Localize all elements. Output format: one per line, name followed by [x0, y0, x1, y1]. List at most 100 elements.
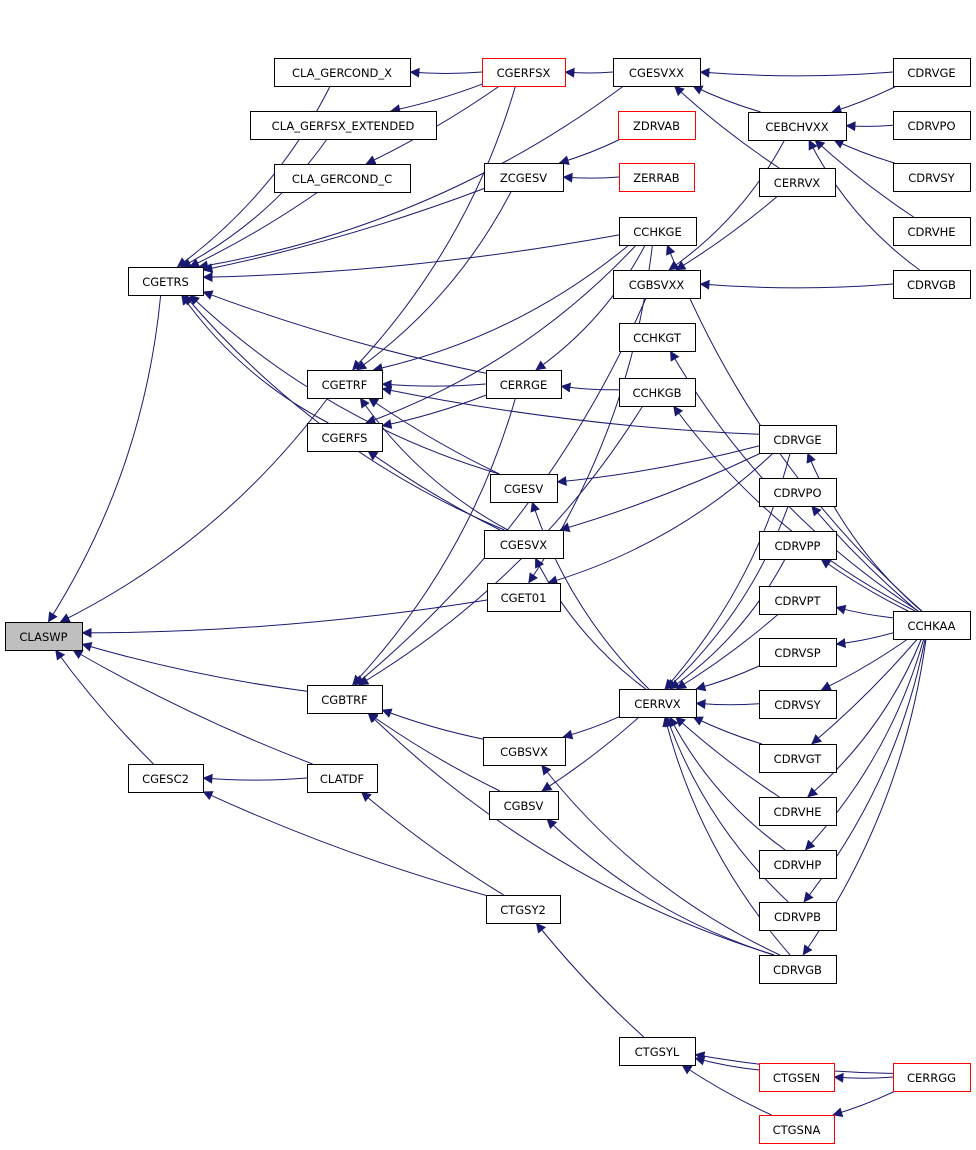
node-label: CLASWP [19, 630, 67, 644]
node-cdrvgb2[interactable]: CDRVGB [759, 955, 837, 984]
node-zdrvab[interactable]: ZDRVAB [618, 111, 696, 140]
node-layer: CLASWP CGESC2 CGETRS CLA_GERCOND_X CLA_GERFS… [5, 58, 971, 1144]
edge-cgesvxx-to-cgerfsx [564, 67, 614, 78]
edge-cdrvsy-to-cebchvxx [833, 139, 895, 164]
node-box [274, 164, 411, 193]
node-zcgesv[interactable]: ZCGESV [484, 163, 564, 192]
node-box [759, 744, 837, 773]
node-cerrvx[interactable]: CERRVX [619, 689, 697, 718]
node-cla-gercond-x[interactable]: CLA_GERCOND_X [274, 58, 411, 87]
node-cla-gerfsx-extended[interactable]: CLA_GERFSX_EXTENDED [250, 111, 437, 140]
node-cgbsvx[interactable]: CGBSVX [483, 737, 566, 766]
node-cgesc2[interactable]: CGESC2 [128, 764, 204, 793]
node-box [274, 58, 411, 87]
node-cgesvx[interactable]: CGESVX [484, 530, 564, 559]
edge-cerrvx2-to-cgbsvxx [675, 195, 779, 271]
node-label: CGESVX [500, 538, 547, 552]
node-cchkgb[interactable]: CCHKGB [619, 378, 696, 407]
node-label: CDRVPT [774, 594, 821, 608]
node-cgbtrf[interactable]: CGBTRF [307, 685, 383, 714]
node-label: CERRGE [500, 378, 547, 392]
node-cdrvpp[interactable]: CDRVPP [759, 531, 837, 560]
edge-cerrgg-to-ctgsna [832, 1090, 896, 1118]
node-cdrvgt[interactable]: CDRVGT [759, 744, 837, 773]
node-cdrvpt[interactable]: CDRVPT [759, 586, 837, 615]
node-label: CGBTRF [321, 693, 367, 707]
node-box [484, 530, 564, 559]
node-cgbsv[interactable]: CGBSV [489, 791, 559, 820]
node-label: CDRVGE [773, 433, 821, 447]
edge-cchkgb-to-cgbtrf [358, 405, 644, 686]
edge-cdrvhe2-to-cerrvx [675, 716, 780, 798]
node-claswp[interactable]: CLASWP [5, 622, 83, 651]
node-cdrvsp[interactable]: CDRVSP [759, 638, 837, 667]
edge-cgesc2-to-claswp [55, 649, 154, 765]
edge-ctgsy2-to-cgesc2 [202, 791, 487, 896]
node-box [489, 791, 559, 820]
edge-ctgsna-to-ctgsyl [681, 1064, 772, 1116]
edge-cdrvpb-to-cerrvx [665, 716, 789, 903]
node-label: CTGSY2 [500, 903, 546, 917]
node-cdrvpo[interactable]: CDRVPO [893, 111, 971, 140]
node-box [619, 1037, 696, 1066]
node-box [759, 425, 837, 454]
node-cerrgg[interactable]: CERRGG [893, 1063, 971, 1092]
node-cdrvpb[interactable]: CDRVPB [759, 902, 837, 931]
node-cgetrs[interactable]: CGETRS [128, 267, 204, 296]
node-label: CERRVX [774, 176, 821, 190]
node-cdrvgb[interactable]: CDRVGB [893, 270, 971, 299]
edge-cgbsvxx-to-cgbtrf [354, 297, 647, 686]
node-box [128, 267, 204, 296]
node-ctgsna[interactable]: CTGSNA [759, 1115, 835, 1144]
node-label: CDRVHE [773, 805, 821, 819]
node-label: CDRVPB [774, 910, 821, 924]
node-zerrab[interactable]: ZERRAB [619, 163, 695, 192]
node-label: CDRVPO [907, 119, 955, 133]
node-cchkaa[interactable]: CCHKAA [893, 611, 971, 640]
node-label: CLATDF [320, 772, 364, 786]
node-box [307, 685, 383, 714]
node-cdrvhp[interactable]: CDRVHP [759, 850, 837, 879]
node-label: CDRVGE [907, 66, 955, 80]
edge-cdrvgb2-to-cgbtrf [367, 712, 775, 956]
edge-clatdf-to-cgesc2 [202, 773, 308, 784]
node-ctgsen[interactable]: CTGSEN [759, 1063, 835, 1092]
node-cdrvhe2[interactable]: CDRVHE [759, 797, 837, 826]
node-cdrvsy[interactable]: CDRVSY [893, 163, 971, 192]
node-ctgsyl[interactable]: CTGSYL [619, 1037, 696, 1066]
node-box [613, 270, 701, 299]
node-cgesv[interactable]: CGESV [490, 474, 558, 503]
node-cchkge[interactable]: CCHKGE [619, 217, 697, 246]
node-box [613, 58, 701, 87]
node-cerrge[interactable]: CERRGE [486, 370, 562, 399]
node-label: CDRVGT [774, 752, 823, 766]
node-box [619, 378, 696, 407]
node-cgerfs[interactable]: CGERFS [307, 423, 383, 452]
edge-cchkge-to-cgetrs [202, 234, 620, 282]
edge-zdrvab-to-zcgesv [558, 138, 621, 166]
node-cgesvxx[interactable]: CGESVXX [613, 58, 701, 87]
edge-cgerfsx-to-cla_gerfsx_extended [390, 83, 483, 114]
node-label: ZERRAB [633, 171, 680, 185]
node-cerrvx2[interactable]: CERRVX [759, 168, 836, 197]
edge-cchkaa-to-cdrvge2 [806, 452, 922, 612]
edge-cgbtrf-to-claswp [81, 641, 308, 692]
node-cdrvhe[interactable]: CDRVHE [893, 217, 971, 246]
node-cla-gercond-c[interactable]: CLA_GERCOND_C [274, 164, 411, 193]
node-box [893, 163, 971, 192]
node-cdrvge[interactable]: CDRVGE [893, 58, 971, 87]
node-cget01[interactable]: CGET01 [487, 583, 561, 612]
node-cdrvpo2[interactable]: CDRVPO [759, 478, 837, 507]
node-clatdf[interactable]: CLATDF [307, 764, 378, 793]
node-label: CGESV [504, 482, 544, 496]
node-cdrvge2[interactable]: CDRVGE [759, 425, 837, 454]
node-cgerfsx[interactable]: CGERFSX [482, 58, 566, 87]
node-box [759, 797, 837, 826]
node-cgetrf[interactable]: CGETRF [307, 370, 383, 399]
node-ctgsy2[interactable]: CTGSY2 [486, 895, 561, 924]
node-label: CGBSVXX [629, 278, 685, 292]
node-cebchvxx[interactable]: CEBCHVXX [748, 112, 847, 141]
node-cdrvsy2[interactable]: CDRVSY [759, 690, 837, 719]
node-cgbsvxx[interactable]: CGBSVXX [613, 270, 701, 299]
node-cchkgt[interactable]: CCHKGT [619, 323, 696, 352]
